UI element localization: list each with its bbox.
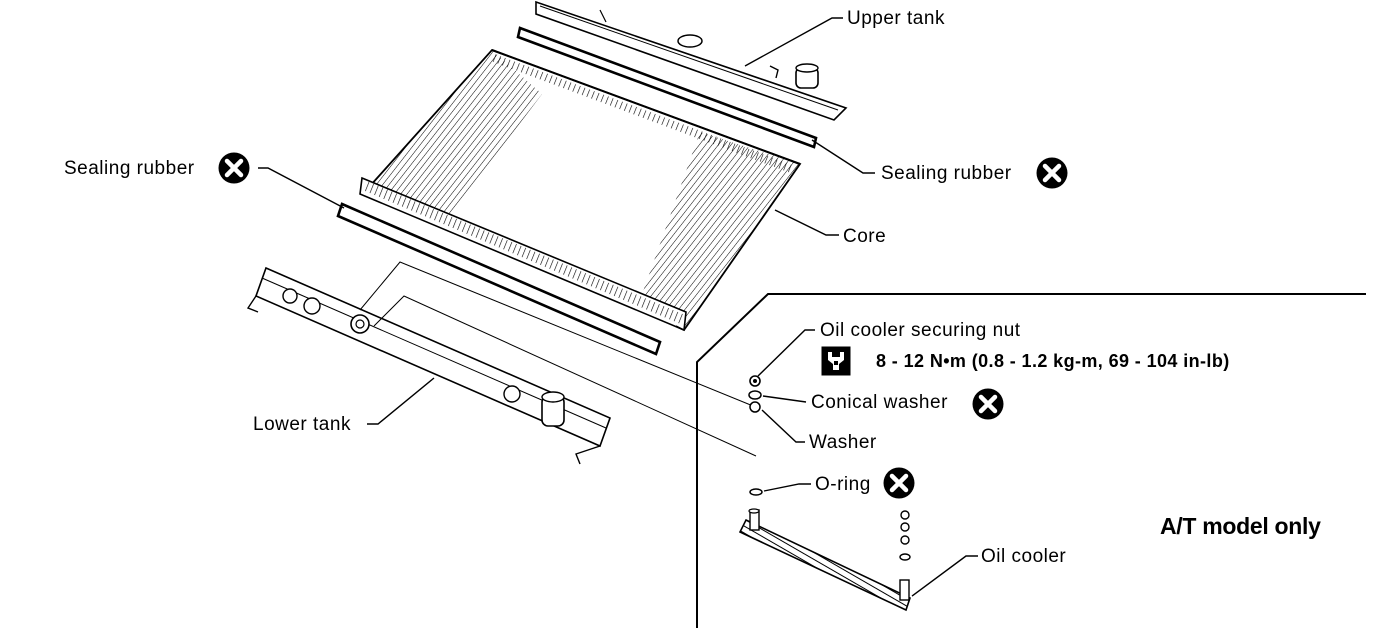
upper-tank-label: Upper tank [847,8,945,29]
oil-cooler-nut-and-washers [748,375,763,496]
alignment-guide-lines [359,261,759,457]
sealing-rubber-right-label: Sealing rubber [881,163,1012,184]
conical-washer-label: Conical washer [811,392,948,413]
do-not-reuse-x-icon [972,388,1004,420]
oil-cooler-label: Oil cooler [981,546,1067,567]
sealing-rubber-left-label: Sealing rubber [64,158,195,179]
torque-spec-label: 8 - 12 N•m (0.8 - 1.2 kg-m, 69 - 104 in-… [876,351,1230,371]
upper-tank-part [535,0,848,121]
at-model-only-note: A/T model only [1160,513,1321,539]
oil-cooler-part [738,508,911,612]
washer-label: Washer [809,432,877,453]
tightening-torque-wrench-icon [821,346,851,376]
do-not-reuse-x-icon [1036,157,1068,189]
do-not-reuse-x-icon [218,152,250,184]
do-not-reuse-x-icon [883,467,915,499]
lower-sealing-rubber-part [336,202,662,356]
oil-cooler-securing-nut-label: Oil cooler securing nut [820,320,1021,341]
upper-sealing-rubber-part [516,26,818,149]
radiator-core-part [359,48,802,332]
at-model-section-border [696,293,1366,628]
lower-tank-label: Lower tank [253,414,351,435]
core-label: Core [843,226,887,247]
lower-tank-part [246,266,612,465]
callout-leader-lines [258,17,978,597]
o-ring-label: O-ring [815,474,871,495]
